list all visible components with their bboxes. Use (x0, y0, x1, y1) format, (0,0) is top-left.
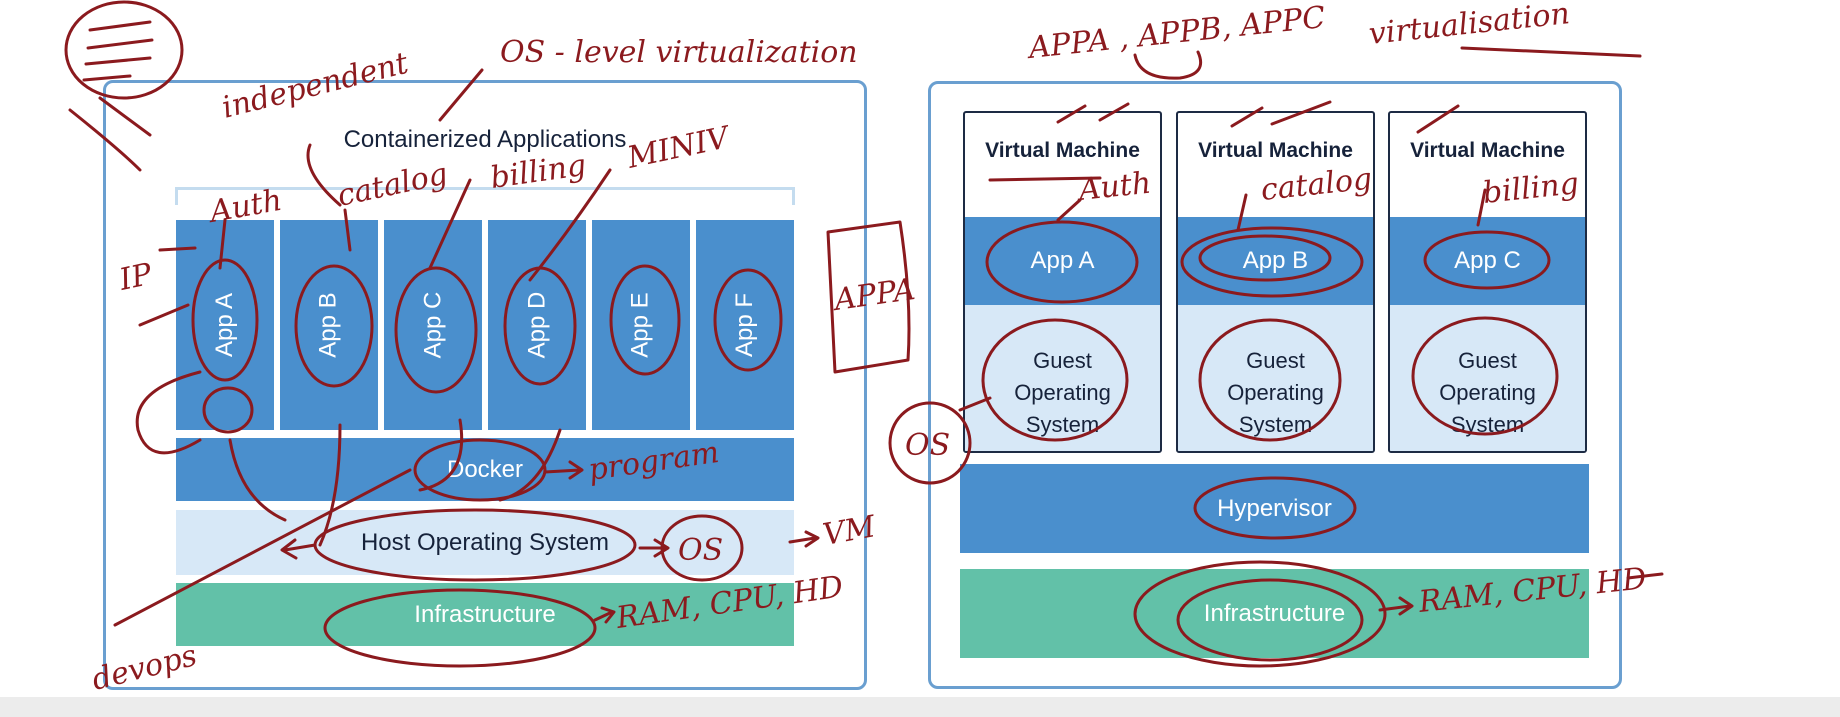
guest-os: Guest Operating System (965, 305, 1160, 451)
virtual-machine-1: Virtual Machine App A Guest Operating Sy… (963, 111, 1162, 453)
vm-title: Virtual Machine (985, 139, 1140, 162)
virtual-machine-3: Virtual Machine App C Guest Operating Sy… (1388, 111, 1587, 453)
app-column-c: App C (384, 220, 482, 430)
app-column-f: App F (696, 220, 794, 430)
hypervisor-layer: Hypervisor (960, 464, 1589, 553)
docker-layer: Docker (176, 438, 794, 501)
note-os-level: OS - level virtualization (500, 35, 858, 70)
vm-app-a: App A (965, 217, 1160, 305)
note-virtualisation: virtualisation (1367, 0, 1571, 52)
app-column-d: App D (488, 220, 586, 430)
window-bottom-strip (0, 697, 1840, 717)
virtual-machine-2: Virtual Machine App B Guest Operating Sy… (1176, 111, 1375, 453)
apps-bracket (175, 187, 795, 205)
appa-underline (1133, 50, 1203, 80)
containerized-apps-title: Containerized Applications (343, 126, 627, 153)
virtualisation-underline (1460, 46, 1642, 58)
host-os-layer: Host Operating System (176, 510, 794, 575)
vm-title: Virtual Machine (1410, 139, 1565, 162)
infrastructure-layer-right: Infrastructure (960, 569, 1589, 658)
notepad-doodle-lines (82, 20, 154, 82)
guest-os: Guest Operating System (1390, 305, 1585, 451)
app-column-e: App E (592, 220, 690, 430)
app-column-a: App A (176, 220, 274, 430)
infrastructure-layer-left: Infrastructure (176, 583, 794, 646)
vm-title: Virtual Machine (1198, 139, 1353, 162)
ram-right-dash (1626, 572, 1664, 580)
vm-app-c: App C (1390, 217, 1585, 305)
note-appa-list: APPA , APPB, APPC (1024, 0, 1327, 66)
guest-os: Guest Operating System (1178, 305, 1373, 451)
vm-app-b: App B (1178, 217, 1373, 305)
app-column-b: App B (280, 220, 378, 430)
